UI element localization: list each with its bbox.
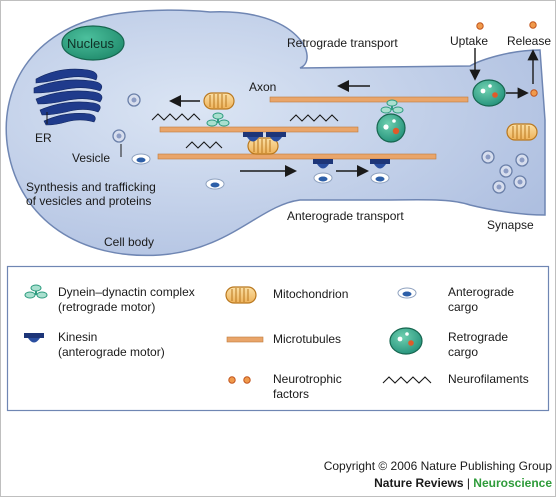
legend-kinesin-label: Kinesin (anterograde motor) [58, 330, 165, 359]
legend-neurotrophic-factor-icon [228, 376, 251, 384]
synthesis-label-line2: of vesicles and proteins [26, 194, 152, 208]
journal-name: Nature Reviews [374, 476, 464, 490]
legend-neurofilament-label: Neurofilaments [448, 372, 529, 386]
synthesis-label-line1: Synthesis and trafficking [26, 180, 156, 194]
legend-anterograde-cargo-icon [397, 287, 417, 299]
neurotrophic-factor-icon [476, 22, 484, 30]
microtubule [157, 153, 437, 160]
synaptic-vesicle-icon [499, 164, 513, 178]
legend-box [6, 265, 550, 412]
legend-dynein-label: Dynein–dynactin complex (retrograde moto… [58, 285, 195, 314]
legend-neurofilament-icon [382, 376, 432, 384]
legend-retrograde-cargo-icon [389, 327, 423, 355]
neurofilament [289, 114, 339, 122]
vesicle-label: Vesicle [72, 151, 111, 165]
legend-microtubule-label: Microtubules [273, 332, 342, 346]
neurofilament [185, 141, 223, 149]
uptake-label: Uptake [450, 34, 489, 48]
legend-neurotrophic-label: Neurotrophic factors [273, 372, 342, 401]
journal-separator: | [463, 476, 474, 490]
microtubule [269, 96, 469, 103]
retrograde-cargo-icon [376, 113, 406, 143]
er-icon [33, 68, 103, 126]
journal-subtitle: Neuroscience [473, 476, 552, 490]
neurofilament [151, 113, 201, 121]
legend-microtubule-icon [226, 336, 264, 343]
neurotrophic-factor-icon [529, 21, 537, 29]
anterograde-transport-label: Anterograde transport [287, 209, 404, 223]
mitochondrion-icon [203, 92, 235, 110]
retrograde-cargo-icon [472, 79, 506, 107]
journal-credit: Nature Reviews | Neuroscience [0, 476, 552, 490]
anterograde-cargo-icon [205, 178, 225, 190]
microtubule [159, 126, 359, 133]
legend-retrograde-cargo-label: Retrograde cargo [448, 330, 509, 359]
retrograde-transport-label: Retrograde transport [287, 36, 398, 50]
synaptic-vesicle-icon [492, 180, 506, 194]
nucleus-label: Nucleus [67, 36, 114, 51]
release-label: Release [507, 34, 552, 48]
mitochondrion-icon [506, 123, 538, 141]
synaptic-vesicle-icon [481, 150, 495, 164]
vesicle-icon [112, 129, 126, 143]
anterograde-cargo-icon [313, 172, 333, 184]
cell-body-label: Cell body [104, 235, 155, 249]
anterograde-cargo-icon [131, 153, 151, 165]
synapse-label: Synapse [487, 218, 534, 232]
legend-mitochondrion-label: Mitochondrion [273, 287, 349, 301]
synaptic-vesicle-icon [515, 153, 529, 167]
copyright-text: Copyright © 2006 Nature Publishing Group [323, 459, 552, 473]
synaptic-vesicle-icon [513, 175, 527, 189]
vesicle-icon [127, 93, 141, 107]
axon-label: Axon [249, 80, 277, 94]
legend-mitochondrion-icon [225, 286, 257, 304]
legend-anterograde-cargo-label: Anterograde cargo [448, 285, 515, 314]
anterograde-cargo-icon [370, 172, 390, 184]
nucleus [61, 25, 125, 61]
er-label: ER [35, 131, 52, 145]
neurotrophic-factor-icon [530, 89, 538, 97]
